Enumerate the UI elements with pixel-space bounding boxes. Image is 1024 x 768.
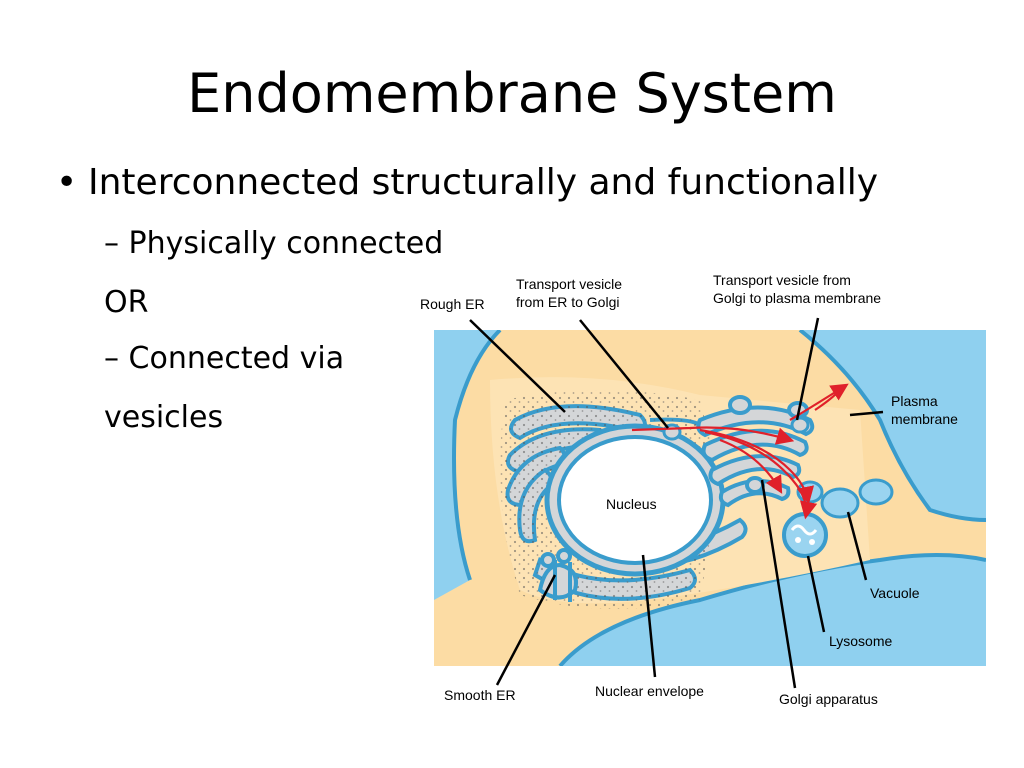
extracellular-left xyxy=(434,330,500,600)
nucleus xyxy=(544,423,726,577)
cell-illustration xyxy=(434,330,986,666)
vacuoles xyxy=(796,478,894,519)
vesicle-golgi-pm xyxy=(790,416,810,434)
leader-transport-er-golgi xyxy=(579,319,669,429)
leader-rough-er xyxy=(469,319,566,413)
label-transport-golgi-pm-line1: Transport vesicle from xyxy=(713,272,851,288)
plasma-membrane-right xyxy=(798,330,986,522)
leader-lysosome xyxy=(806,555,826,633)
label-rough-er: Rough ER xyxy=(420,296,485,312)
leader-smooth-er xyxy=(495,574,557,686)
smooth-er xyxy=(537,548,578,602)
leader-lines xyxy=(469,317,884,689)
leader-vacuole xyxy=(846,511,868,581)
label-plasma-membrane-line1: Plasma xyxy=(891,393,938,409)
extracellular-bottom xyxy=(560,555,986,666)
label-lysosome: Lysosome xyxy=(829,633,893,649)
label-plasma-membrane-line2: membrane xyxy=(891,411,958,427)
lysosome xyxy=(782,512,828,558)
leader-golgi xyxy=(760,479,797,689)
extracellular-right xyxy=(800,330,986,520)
label-transport-golgi-pm-line2: Golgi to plasma membrane xyxy=(713,290,881,306)
label-nucleus: Nucleus xyxy=(606,496,657,512)
label-transport-er-golgi-line1: Transport vesicle xyxy=(516,276,622,292)
slide-title: Endomembrane System xyxy=(187,62,837,125)
label-transport-er-golgi-line2: from ER to Golgi xyxy=(516,294,619,310)
leader-transport-golgi-pm xyxy=(795,317,820,421)
label-smooth-er: Smooth ER xyxy=(444,687,516,703)
label-nuclear-envelope: Nuclear envelope xyxy=(595,683,704,699)
leader-nuclear-envelope xyxy=(641,554,657,678)
plasma-membrane-left xyxy=(452,330,502,581)
leader-plasma-membrane xyxy=(849,410,884,417)
label-golgi-apparatus: Golgi apparatus xyxy=(779,691,878,707)
label-vacuole: Vacuole xyxy=(870,585,920,601)
transport-arrows xyxy=(631,383,849,520)
